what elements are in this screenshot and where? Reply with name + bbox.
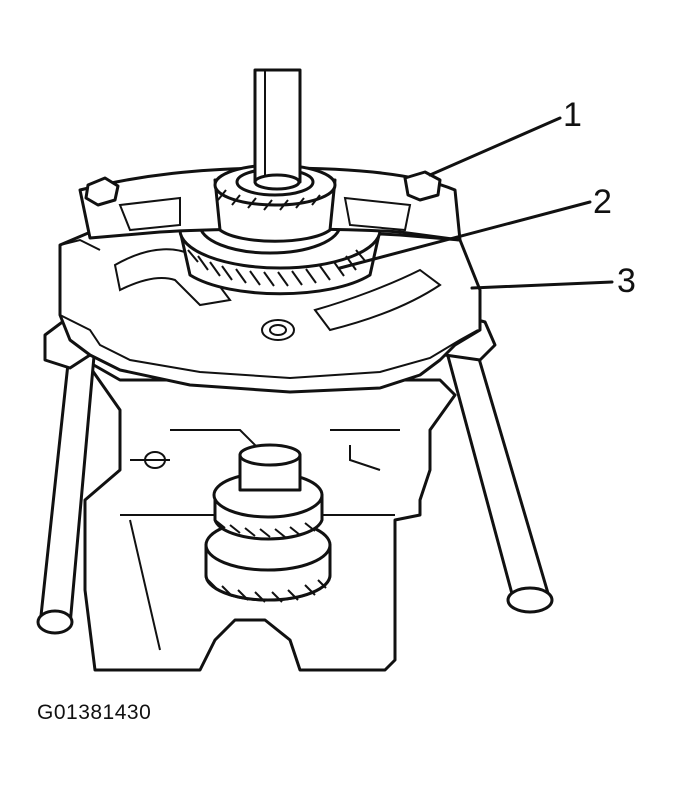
press-shaft	[253, 68, 302, 191]
callout-3: 3	[617, 262, 636, 300]
callout-2: 2	[593, 183, 612, 221]
callout-1: 1	[563, 96, 582, 134]
figure-code: G01381430	[37, 701, 152, 724]
lower-gear-stack	[204, 443, 332, 603]
leader-line-3	[470, 280, 614, 290]
right-guide-rod	[438, 313, 554, 614]
leader-line-1	[428, 116, 562, 177]
leader-line-2	[338, 200, 592, 270]
